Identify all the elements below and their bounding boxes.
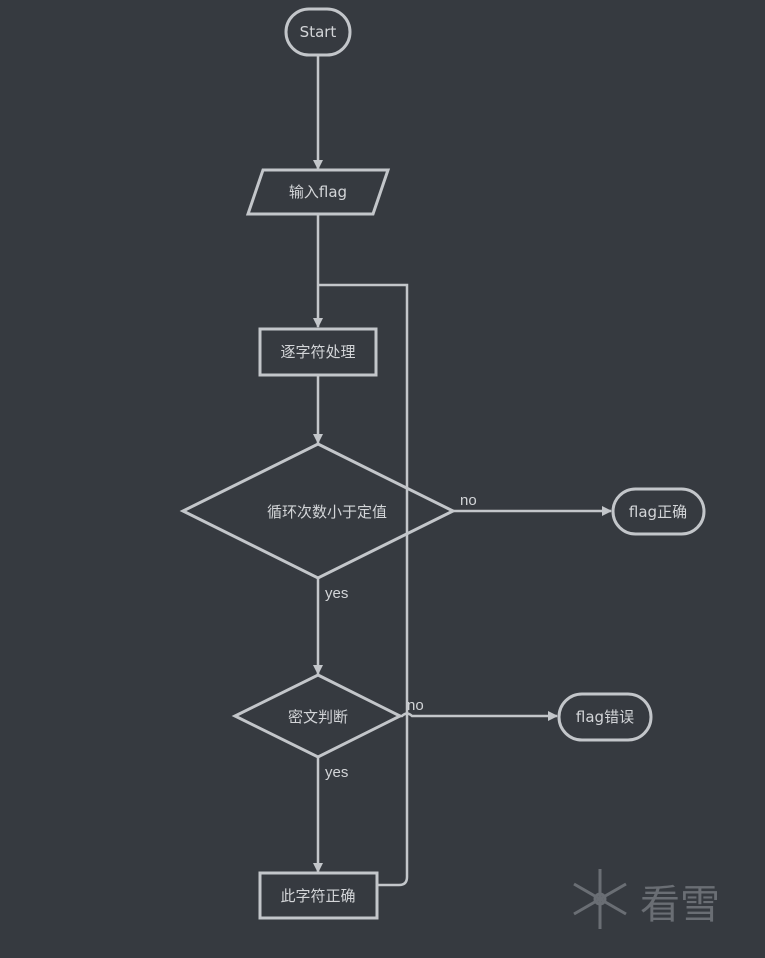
flag-wrong-label: flag错误 [576, 708, 634, 726]
input-label: 输入flag [289, 183, 347, 201]
cipher-yes-label: yes [325, 764, 348, 781]
flag-ok-node: flag正确 [611, 487, 706, 536]
watermark-text: 看雪 [640, 882, 720, 928]
cipher-no-label: no [407, 697, 424, 714]
input-node: 输入flag [245, 168, 391, 216]
edge-loop-back [318, 283, 409, 887]
flag-wrong-node: flag错误 [557, 692, 653, 742]
process-label: 逐字符处理 [280, 343, 355, 361]
loop-check-node: 循环次数小于定值 [179, 442, 457, 580]
loop-yes-label: yes [325, 585, 348, 602]
cipher-check-node: 密文判断 [231, 673, 404, 759]
cipher-check-label: 密文判断 [288, 708, 348, 726]
char-ok-node: 此字符正确 [258, 871, 379, 920]
loop-no-label: no [460, 492, 477, 509]
start-node: Start [284, 7, 352, 57]
loop-check-label: 循环次数小于定值 [267, 503, 387, 521]
flag-ok-label: flag正确 [629, 503, 687, 521]
start-label: Start [300, 23, 337, 41]
char-ok-label: 此字符正确 [280, 887, 355, 905]
watermark: 看雪 [573, 869, 720, 929]
process-node: 逐字符处理 [258, 327, 378, 377]
snowflake-icon [573, 869, 627, 929]
